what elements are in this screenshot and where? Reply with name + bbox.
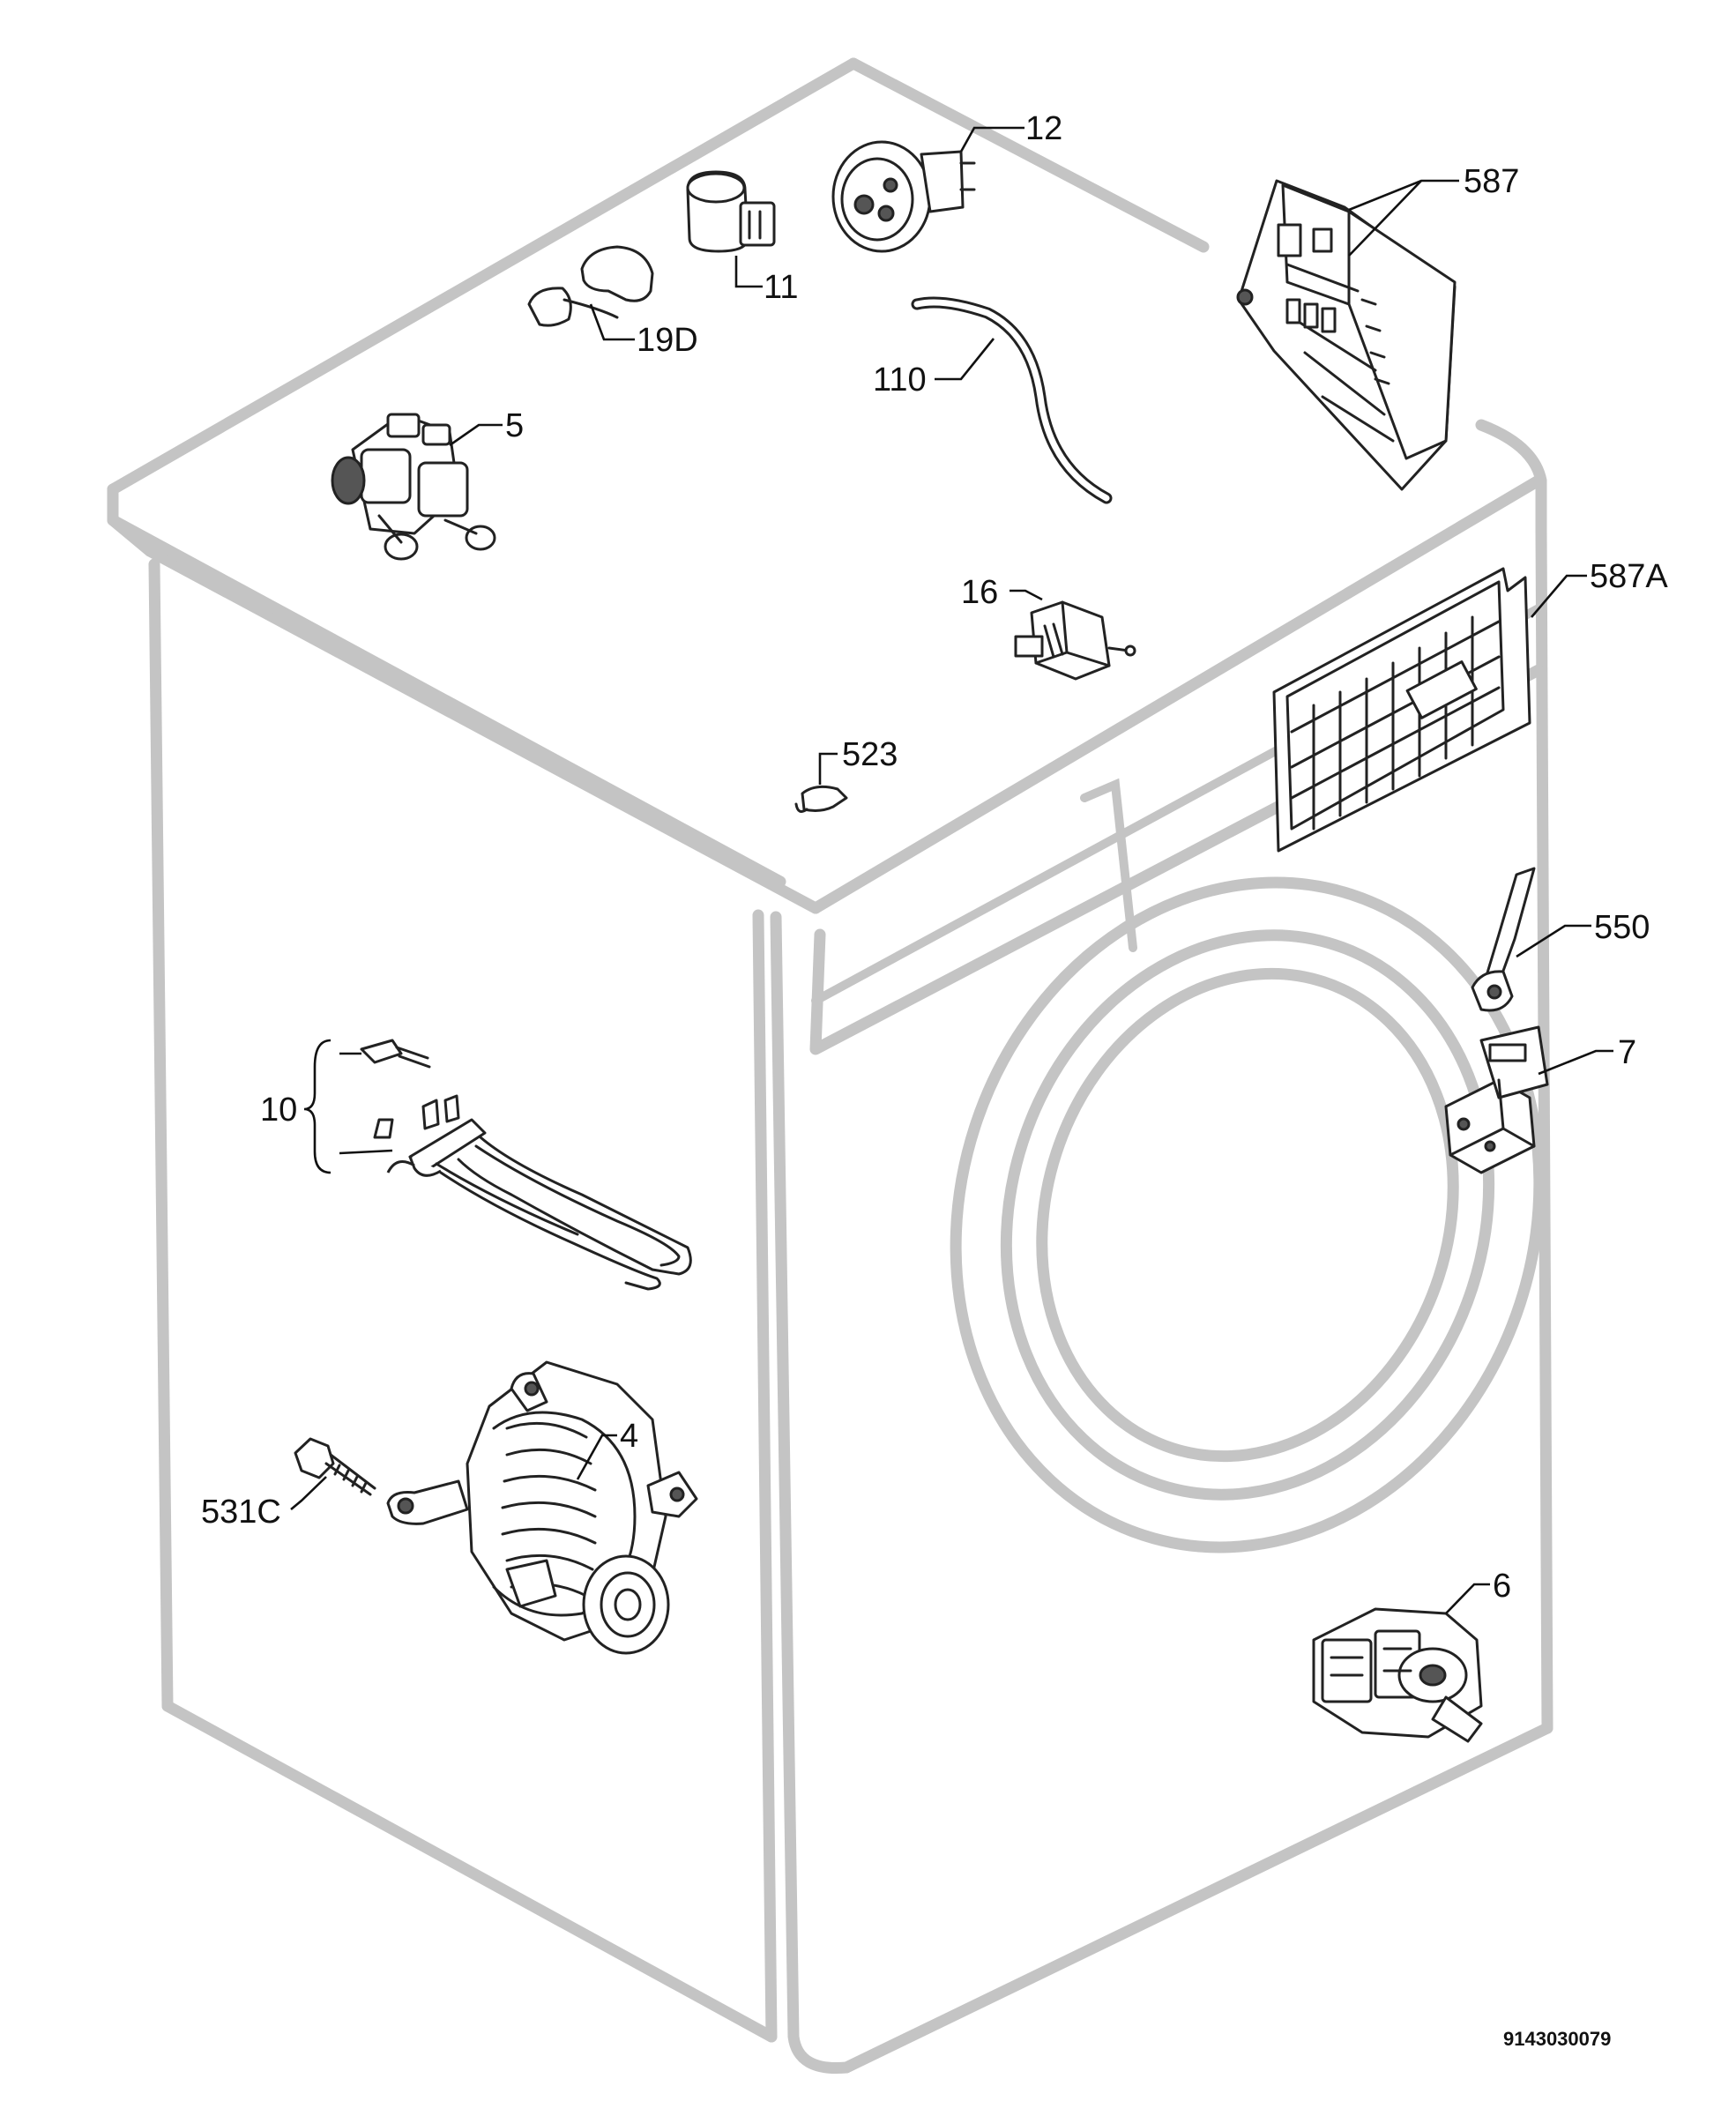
label-11: 11 [764,269,798,306]
label-19d: 19D [637,322,698,359]
part-labels: 12 587 11 19D 110 5 587A 16 523 550 7 10… [201,110,1668,2050]
label-7: 7 [1618,1034,1636,1071]
electronic-module-part [1236,179,1457,491]
label-10: 10 [260,1092,297,1129]
label-587a: 587A [1590,558,1668,595]
label-5: 5 [505,407,524,444]
holder-part [527,245,654,327]
label-16: 16 [961,574,998,611]
label-531c: 531C [201,1494,281,1531]
switch-part [1014,600,1136,681]
screw-part [294,1437,376,1496]
label-587: 587 [1464,163,1519,200]
label-110: 110 [873,361,927,399]
control-board-part [1272,567,1531,853]
label-4: 4 [620,1418,638,1455]
drain-pump-part [1312,1607,1483,1743]
door-interlock-part [1444,1025,1549,1174]
heating-element-part [360,1039,692,1291]
label-12: 12 [1025,110,1062,147]
hose-part [911,296,1113,504]
label-6: 6 [1493,1568,1511,1605]
motor-part [386,1360,698,1655]
pressure-switch-part [831,140,976,253]
water-valve-part [331,413,496,561]
reference-number: 9143030079 [1503,2028,1611,2050]
capacitor-part [686,170,776,253]
label-550: 550 [1594,909,1650,946]
clip-part [794,785,848,813]
label-523: 523 [842,736,898,773]
door-lever-part [1471,867,1536,1012]
leader-lines [290,126,1613,1614]
